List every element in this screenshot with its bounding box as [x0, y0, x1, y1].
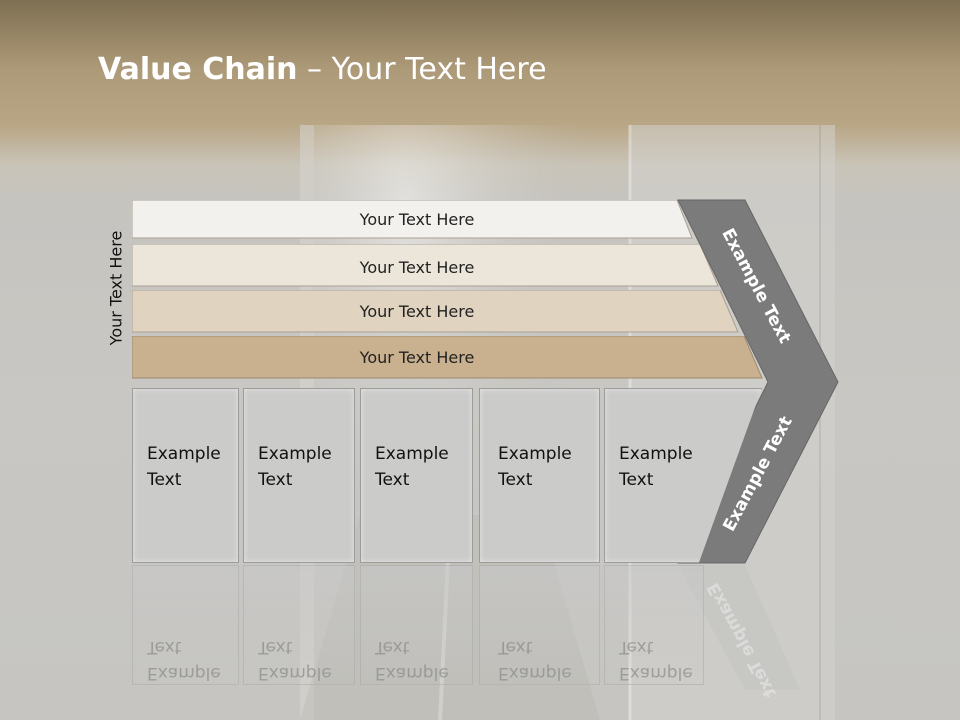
activity-box-4-line2: Text: [498, 470, 533, 490]
slide-title: Value Chain – Your Text Here: [98, 52, 547, 87]
activity-box-2-line2: Text: [258, 470, 293, 490]
support-band-4-label: Your Text Here: [359, 347, 475, 367]
support-band-1: Your Text Here: [132, 200, 697, 239]
activity-box-4-line1: Example: [498, 444, 572, 464]
support-band-2-label: Your Text Here: [359, 257, 475, 277]
activity-box-2-line1: Example: [258, 444, 332, 464]
activity-box-5-line2: Text: [619, 470, 654, 490]
activity-box-1-line2: Text: [147, 470, 182, 490]
support-band-2: Your Text Here: [132, 244, 722, 287]
support-band-1-label: Your Text Here: [359, 209, 475, 229]
support-band-3: Your Text Here: [132, 290, 742, 333]
support-band-4: Your Text Here: [132, 336, 767, 379]
activity-box-5-line1: Example: [619, 444, 693, 464]
support-band-3-label: Your Text Here: [359, 301, 475, 321]
activity-box-3-line1: Example: [375, 444, 449, 464]
activity-box-1-line1: Example: [147, 444, 221, 464]
activity-box-3-line2: Text: [375, 470, 410, 490]
